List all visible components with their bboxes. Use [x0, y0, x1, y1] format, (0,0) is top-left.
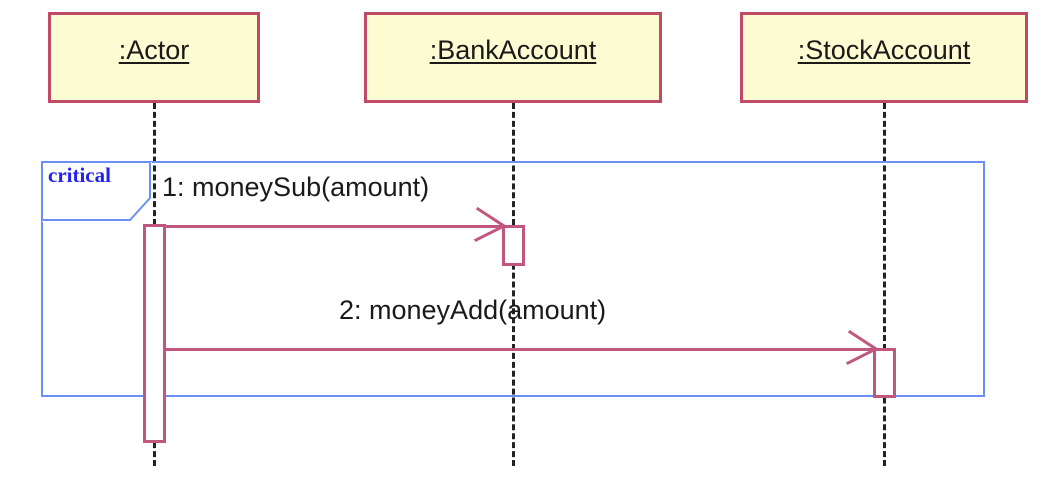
message-2-line — [154, 348, 876, 351]
fragment-operator-label: critical — [48, 163, 111, 187]
fragment-critical — [41, 161, 985, 397]
participant-stock-account[interactable]: :StockAccount — [740, 12, 1028, 103]
participant-bank-account-label: :BankAccount — [429, 35, 597, 65]
message-1-line — [154, 225, 504, 228]
activation-bank-account — [502, 225, 525, 266]
activation-stock-account — [873, 348, 896, 398]
participant-bank-account[interactable]: :BankAccount — [364, 12, 662, 103]
fragment-critical-tab: critical — [42, 162, 152, 222]
lifeline-stock-account — [883, 103, 886, 466]
participant-actor-label: :Actor — [118, 35, 190, 65]
message-2-label: 2: moneyAdd(amount) — [339, 295, 607, 325]
activation-actor — [143, 224, 166, 443]
participant-stock-account-label: :StockAccount — [797, 35, 971, 65]
participant-actor[interactable]: :Actor — [48, 12, 260, 103]
lifeline-bank-account — [512, 103, 515, 466]
message-1-label: 1: moneySub(amount) — [162, 172, 430, 202]
